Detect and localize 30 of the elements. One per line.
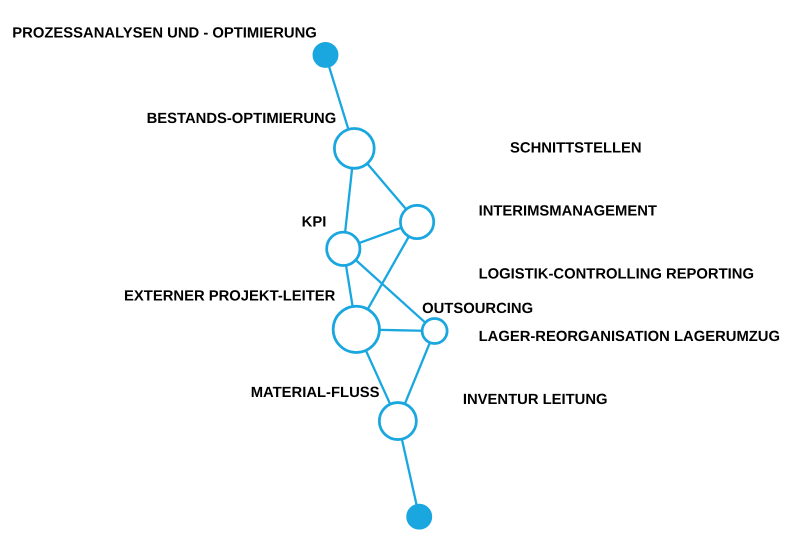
node-circle — [333, 126, 376, 170]
node-label: KPI — [302, 214, 326, 230]
label: SCHNITTSTELLEN — [510, 140, 642, 156]
label: INVENTUR LEITUNG — [462, 392, 608, 408]
node-circle — [420, 316, 448, 344]
node-circle — [406, 503, 432, 530]
node-circle — [332, 304, 381, 354]
connector — [358, 226, 402, 244]
connector — [380, 328, 422, 332]
node-circle — [399, 203, 436, 240]
label: INTERIMSMANAGEMENT — [478, 202, 657, 219]
connector — [328, 65, 350, 130]
label: LAGER-REORGANISATION LAGERUMZUG — [478, 328, 780, 345]
connector — [400, 438, 418, 505]
node-label: BESTANDS-OPTIMIERUNG — [146, 110, 336, 126]
connector — [404, 342, 431, 404]
node-circle — [312, 41, 338, 68]
connector — [344, 168, 354, 232]
node-circle — [378, 400, 418, 440]
node-circle — [325, 230, 362, 266]
connector — [344, 264, 354, 306]
connector — [355, 258, 426, 323]
node-label: EXTERNER PROJEKT-LEITER — [124, 288, 336, 304]
node-label: OUTSOURCING — [422, 300, 534, 316]
connector — [366, 162, 408, 210]
connector — [366, 236, 410, 310]
label: LOGISTIK-CONTROLLING REPORTING — [478, 266, 754, 282]
node-label: PROZESSANALYSEN UND - OPTIMIERUNG — [12, 25, 317, 42]
connector — [364, 350, 392, 404]
node-label: MATERIAL-FLUSS — [250, 384, 380, 400]
